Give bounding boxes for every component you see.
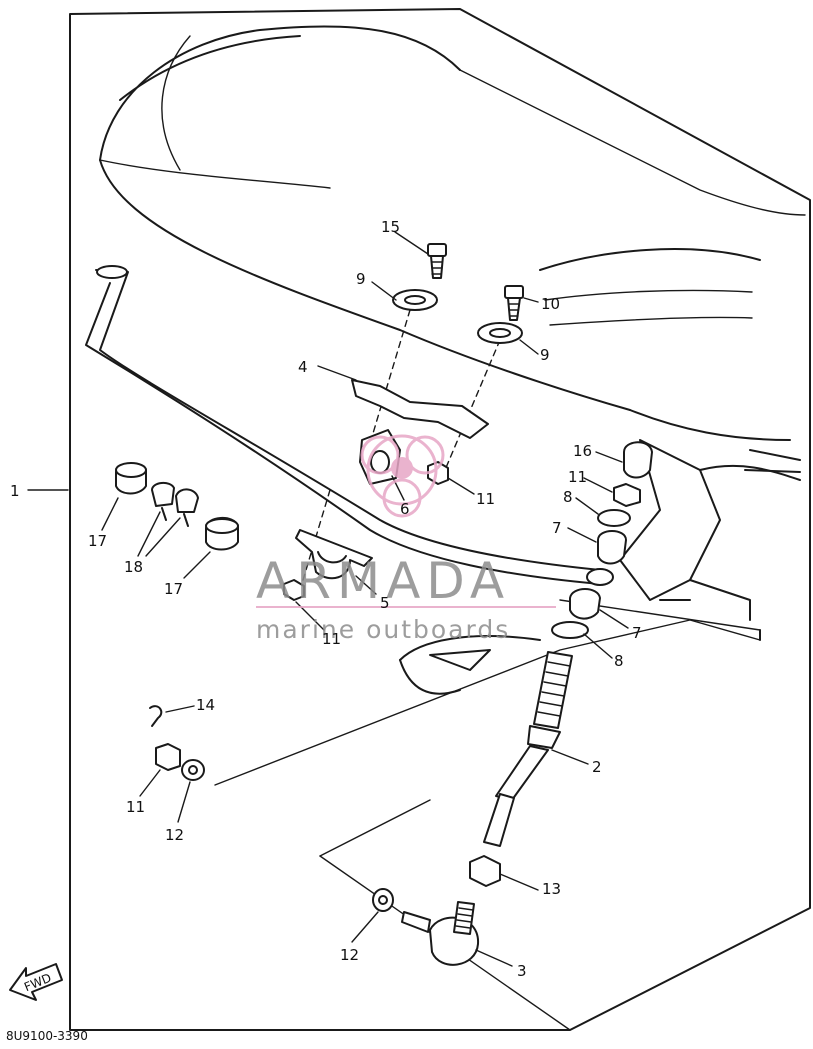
callout-labels: 1 2 3 4 5 6 7 7 8 8 9 9 10 11 11 11 11 1… (10, 218, 642, 980)
callout-15: 15 (381, 218, 400, 236)
washer-12-left-hole (188, 765, 198, 775)
callout-11-center: 11 (476, 490, 495, 508)
rod-2 (483, 651, 573, 847)
clamp-5 (295, 529, 373, 580)
bushing-17-left (115, 462, 147, 495)
callout-7-upper: 7 (552, 519, 562, 537)
callout-6: 6 (400, 500, 410, 518)
nut-13 (469, 855, 501, 887)
washer-8-upper (597, 509, 631, 527)
nut-11-bottom-left (155, 743, 181, 771)
callout-11-right: 11 (568, 468, 587, 486)
washer-9-right-hole (489, 328, 511, 338)
callout-10: 10 (541, 295, 560, 313)
watermark-brand: ARMADA (256, 552, 510, 610)
cap-16 (623, 441, 653, 479)
callout-3: 3 (517, 962, 527, 980)
callout-9-right: 9 (540, 346, 550, 364)
washer-9-left-hole (404, 295, 426, 305)
steering-bar (85, 265, 614, 586)
bolt-15 (427, 243, 447, 279)
grommet-7-lower (569, 588, 601, 620)
callout-11-lower: 11 (322, 630, 341, 648)
nut-11-lower (283, 579, 305, 601)
clip-18 (151, 482, 199, 527)
callout-18: 18 (124, 558, 143, 576)
callout-4: 4 (298, 358, 308, 376)
bracket-plate-4 (351, 379, 489, 439)
engine-cowling-outline (99, 25, 806, 695)
grommet-7-upper (597, 530, 627, 565)
washer-12-bottom-hole (378, 895, 388, 905)
diagram-frame (69, 8, 811, 1031)
bolt-10 (504, 285, 524, 321)
ball-joint-3 (401, 901, 480, 966)
washer-8-lower (551, 621, 589, 639)
nut-11-upper (427, 461, 449, 485)
forward-arrow-icon: FWD (9, 963, 63, 1001)
callout-12-left: 12 (165, 826, 184, 844)
callout-5: 5 (380, 594, 390, 612)
callout-1: 1 (10, 482, 20, 500)
callout-17-right: 17 (164, 580, 183, 598)
callout-7-lower: 7 (632, 624, 642, 642)
callout-17-left: 17 (88, 532, 107, 550)
watermark-logo (360, 434, 445, 518)
callout-2: 2 (592, 758, 602, 776)
watermark: ARMADA marine outboards (256, 434, 556, 644)
callout-9-left: 9 (356, 270, 366, 288)
callout-8-upper: 8 (563, 488, 573, 506)
callout-leaders (27, 231, 629, 967)
callout-11-bottom-left: 11 (126, 798, 145, 816)
nut-11-right (613, 483, 641, 507)
callout-13: 13 (542, 880, 561, 898)
assembly-reference-lines (214, 309, 761, 1031)
callout-16: 16 (573, 442, 592, 460)
callout-12-bottom: 12 (340, 946, 359, 964)
watermark-tagline: marine outboards (256, 615, 510, 644)
callout-14: 14 (196, 696, 215, 714)
bushing-17-right (205, 517, 239, 551)
drawing-code: 8U9100-3390 (6, 1029, 88, 1043)
callout-8-lower: 8 (614, 652, 624, 670)
cotter-pin-14 (149, 705, 163, 727)
